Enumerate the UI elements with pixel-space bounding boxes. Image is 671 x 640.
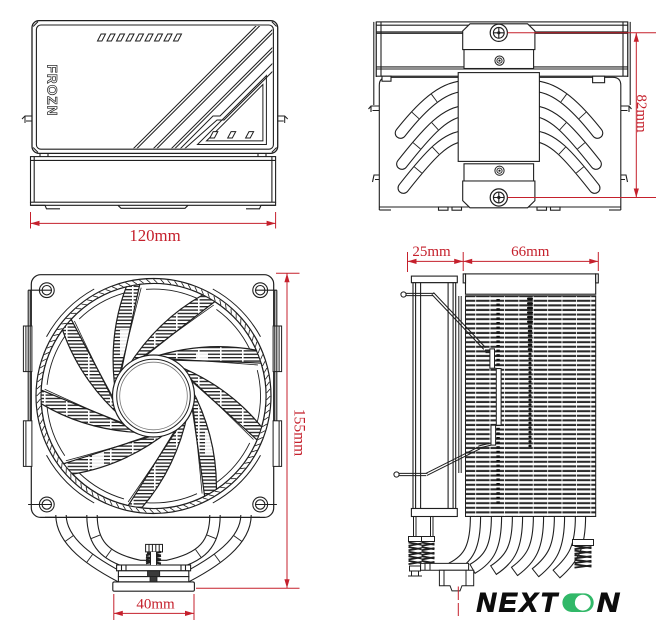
- svg-text:82mm: 82mm: [633, 94, 649, 133]
- svg-text:NEXT: NEXT: [477, 588, 560, 618]
- svg-text:155mm: 155mm: [291, 409, 308, 456]
- svg-text:25mm: 25mm: [412, 244, 451, 260]
- svg-text:FROZN: FROZN: [45, 65, 60, 117]
- svg-text:N: N: [597, 588, 620, 618]
- svg-text:66mm: 66mm: [511, 244, 550, 260]
- svg-text:40mm: 40mm: [136, 597, 175, 613]
- svg-text:120mm: 120mm: [129, 226, 180, 245]
